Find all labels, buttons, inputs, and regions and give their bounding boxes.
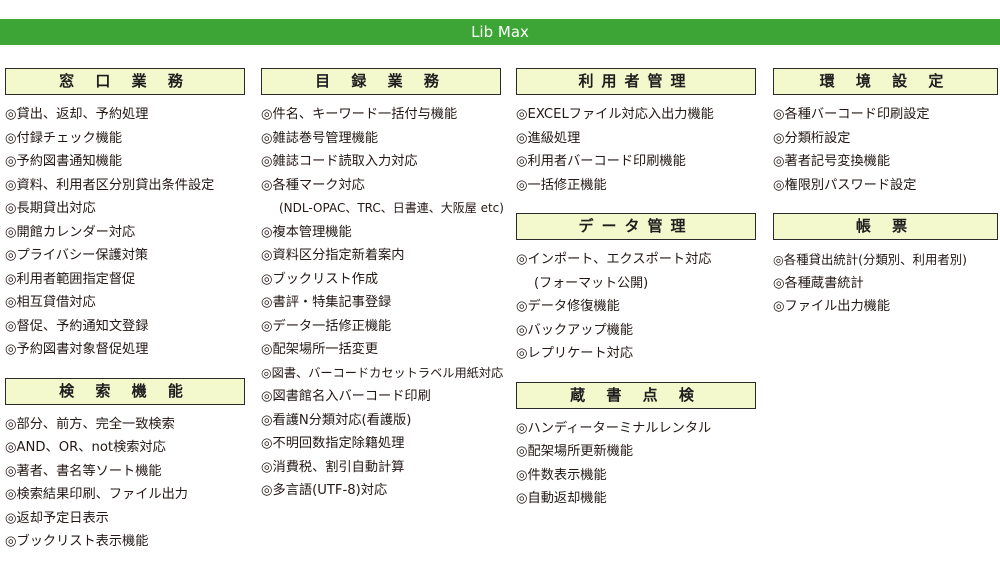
- list-item: ◎利用者範囲指定督促: [5, 271, 136, 287]
- list-item: ◎資料区分指定新着案内: [261, 248, 405, 263]
- list-item: ◎各種マーク対応: [261, 177, 365, 193]
- list-item: ◎付録チェック機能: [5, 130, 123, 146]
- list-item: ◎AND、OR、not検索対応: [5, 440, 166, 455]
- list-item: ◎消費税、割引自動計算: [261, 459, 405, 475]
- inventory-check-list: ◎ハンディーターミナルレンタル ◎配架場所更新機能 ◎件数表示機能 ◎自動返却機…: [516, 417, 756, 511]
- list-item: ◎長期貸出対応: [5, 201, 96, 216]
- list-item: ◎自動返却機能: [516, 491, 607, 506]
- list-item: ◎雑誌巻号管理機能: [261, 130, 379, 146]
- list-item: ◎貸出、返却、予約処理: [5, 107, 149, 122]
- list-item: ◎ブックリスト作成: [261, 271, 379, 287]
- section-title-environment-settings: 環 境 設 定: [773, 68, 998, 95]
- list-item: ◎部分、前方、完全一致検索: [5, 416, 175, 432]
- list-item: ◎複本管理機能: [261, 224, 352, 240]
- reports-list: ◎各種貸出統計(分類別、利用者別) ◎各種蔵書統計 ◎ファイル出力機能: [773, 248, 998, 319]
- list-item: ◎相互貸借対応: [5, 295, 96, 310]
- section-title-user-management: 利用者管理: [516, 68, 756, 95]
- list-item: ◎看護N分類対応(看護版): [261, 412, 412, 428]
- column-4: 環 境 設 定 ◎各種バーコード印刷設定 ◎分類桁設定 ◎著者記号変換機能 ◎権…: [773, 68, 998, 319]
- list-item: ◎データ一括修正機能: [261, 318, 392, 334]
- list-item: ◎ファイル出力機能: [773, 299, 891, 314]
- list-item: ◎ブックリスト表示機能: [5, 534, 149, 549]
- list-item: ◎著者記号変換機能: [773, 154, 891, 169]
- section-title-inventory-check: 蔵 書 点 検: [516, 381, 756, 409]
- list-item: ◎各種貸出統計(分類別、利用者別): [773, 252, 967, 267]
- list-item: ◎資料、利用者区分別貸出条件設定: [5, 177, 215, 193]
- list-item: ◎一括修正機能: [516, 177, 607, 193]
- list-item: ◎配架場所更新機能: [516, 444, 634, 459]
- list-item: ◎権限別パスワード設定: [773, 177, 917, 193]
- data-management-list: ◎インポート、エクスポート対応 (フォーマット公開) ◎データ修復機能 ◎バック…: [516, 248, 756, 366]
- list-item: ◎プライバシー保護対策: [5, 248, 149, 263]
- list-item: ◎利用者バーコード印刷機能: [516, 154, 686, 169]
- column-2: 目 録 業 務 ◎件名、キーワード一括付与機能 ◎雑誌巻号管理機能 ◎雑誌コード…: [261, 68, 504, 503]
- list-item: ◎件名、キーワード一括付与機能: [261, 107, 458, 122]
- list-item: ◎不明回数指定除籍処理: [261, 436, 405, 451]
- section-title-search: 検 索 機 能: [5, 377, 245, 405]
- section-title-cataloging: 目 録 業 務: [261, 68, 501, 95]
- list-item: ◎予約図書通知機能: [5, 154, 123, 169]
- list-item: ◎検索結果印刷、ファイル出力: [5, 487, 188, 502]
- list-item: ◎著者、書名等ソート機能: [5, 463, 162, 479]
- list-item: ◎書評・特集記事登録: [261, 295, 392, 310]
- user-management-list: ◎EXCELファイル対応入出力機能 ◎進級処理 ◎利用者バーコード印刷機能 ◎一…: [516, 103, 756, 197]
- list-item: ◎開館カレンダー対応: [5, 224, 136, 240]
- list-item: ◎インポート、エクスポート対応: [516, 252, 712, 267]
- list-item: ◎EXCELファイル対応入出力機能: [516, 107, 714, 122]
- list-item: ◎図書、バーコードカセットラベル用紙対応: [261, 365, 504, 380]
- counter-service-list: ◎貸出、返却、予約処理 ◎付録チェック機能 ◎予約図書通知機能 ◎資料、利用者区…: [5, 103, 245, 362]
- list-item: ◎件数表示機能: [516, 467, 607, 483]
- list-item: ◎データ修復機能: [516, 299, 620, 314]
- list-item: ◎督促、予約通知文登録: [5, 318, 149, 334]
- section-title-data-management: データ管理: [516, 213, 756, 240]
- list-item: ◎分類桁設定: [773, 130, 851, 146]
- list-item-note: (NDL-OPAC、TRC、日書連、大阪屋 etc): [279, 201, 504, 215]
- list-item: ◎各種蔵書統計: [773, 275, 864, 291]
- list-item: ◎ハンディーターミナルレンタル: [516, 420, 712, 436]
- list-item-note: (フォーマット公開): [534, 275, 649, 291]
- search-list: ◎部分、前方、完全一致検索 ◎AND、OR、not検索対応 ◎著者、書名等ソート…: [5, 413, 245, 554]
- list-item: ◎図書館名入バーコード印刷: [261, 389, 431, 404]
- column-3: 利用者管理 ◎EXCELファイル対応入出力機能 ◎進級処理 ◎利用者バーコード印…: [516, 68, 756, 511]
- banner-title: Lib Max: [0, 19, 1000, 45]
- list-item: ◎進級処理: [516, 130, 581, 146]
- list-item: ◎配架場所一括変更: [261, 342, 379, 357]
- list-item: ◎各種バーコード印刷設定: [773, 107, 930, 122]
- list-item: ◎バックアップ機能: [516, 322, 634, 338]
- list-item: ◎予約図書対象督促処理: [5, 342, 149, 357]
- section-title-counter-service: 窓 口 業 務: [5, 68, 245, 95]
- column-1: 窓 口 業 務 ◎貸出、返却、予約処理 ◎付録チェック機能 ◎予約図書通知機能 …: [5, 68, 245, 554]
- cataloging-list: ◎件名、キーワード一括付与機能 ◎雑誌巻号管理機能 ◎雑誌コード読取入力対応 ◎…: [261, 103, 504, 503]
- list-item: ◎レプリケート対応: [516, 346, 634, 361]
- section-title-reports: 帳 票: [773, 213, 998, 240]
- list-item: ◎雑誌コード読取入力対応: [261, 154, 418, 169]
- environment-settings-list: ◎各種バーコード印刷設定 ◎分類桁設定 ◎著者記号変換機能 ◎権限別パスワード設…: [773, 103, 998, 197]
- list-item: ◎返却予定日表示: [5, 510, 109, 526]
- list-item: ◎多言語(UTF-8)対応: [261, 483, 388, 498]
